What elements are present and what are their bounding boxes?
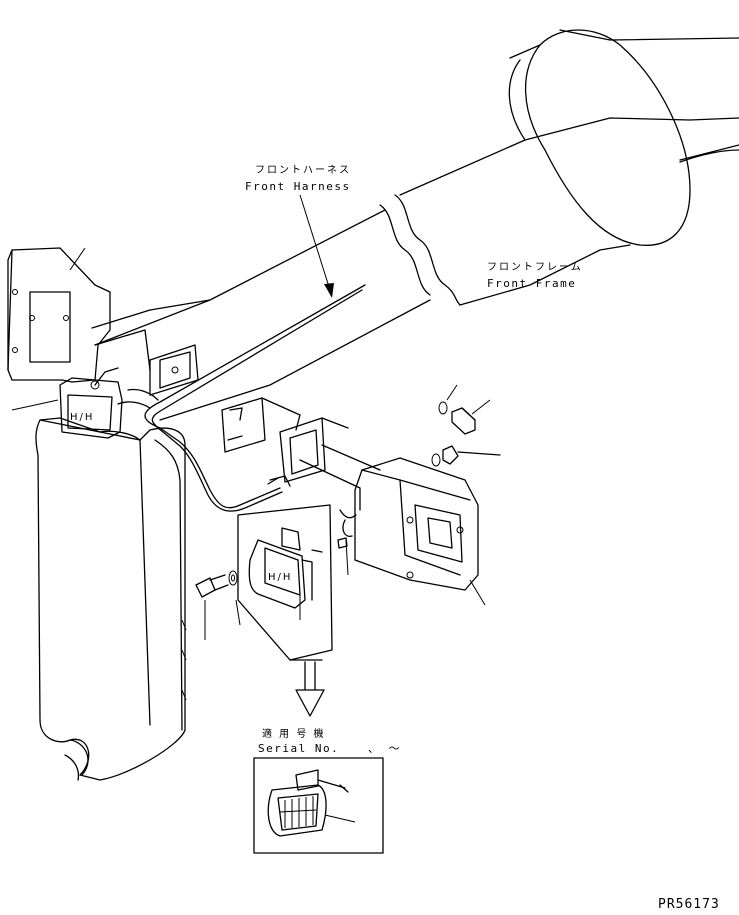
front-harness-label-en: Front Harness [245, 180, 351, 193]
right-fasteners [431, 384, 501, 467]
frame-beam [91, 209, 431, 421]
lamp-bracket [267, 417, 381, 576]
bolt-and-washer [195, 570, 241, 640]
front-frame-label: フロントフレーム Front Frame [487, 261, 583, 290]
left-lamp: H/H [11, 377, 123, 439]
front-harness-label: フロントハーネス Front Harness [245, 164, 351, 193]
main-work-lamp: H/H [237, 504, 333, 661]
serial-detail-box [253, 757, 384, 854]
serial-range: 、 ～ [368, 742, 401, 755]
serial-label-en: Serial No. [258, 742, 339, 755]
front-frame [379, 29, 739, 306]
detail-arrow [295, 661, 325, 717]
drawing-code: PR56173 [658, 897, 720, 912]
main-lamp-marking: H/H [268, 572, 292, 583]
front-harness-leader [299, 194, 334, 298]
left-lamp-marking: H/H [70, 412, 94, 423]
right-lamp-housing [354, 457, 486, 606]
mounting-plate [221, 397, 301, 453]
left-lamp-housing [7, 247, 199, 396]
front-frame-label-en: Front Frame [487, 277, 576, 290]
serial-label-jp: 適 用 号 機 [262, 727, 326, 740]
front-harness-label-jp: フロントハーネス [255, 164, 351, 176]
front-harness-wire [94, 284, 366, 512]
side-panel [35, 417, 187, 781]
serial-label: 適 用 号 機 Serial No. 、 ～ [258, 727, 401, 755]
front-frame-label-jp: フロントフレーム [487, 261, 583, 273]
